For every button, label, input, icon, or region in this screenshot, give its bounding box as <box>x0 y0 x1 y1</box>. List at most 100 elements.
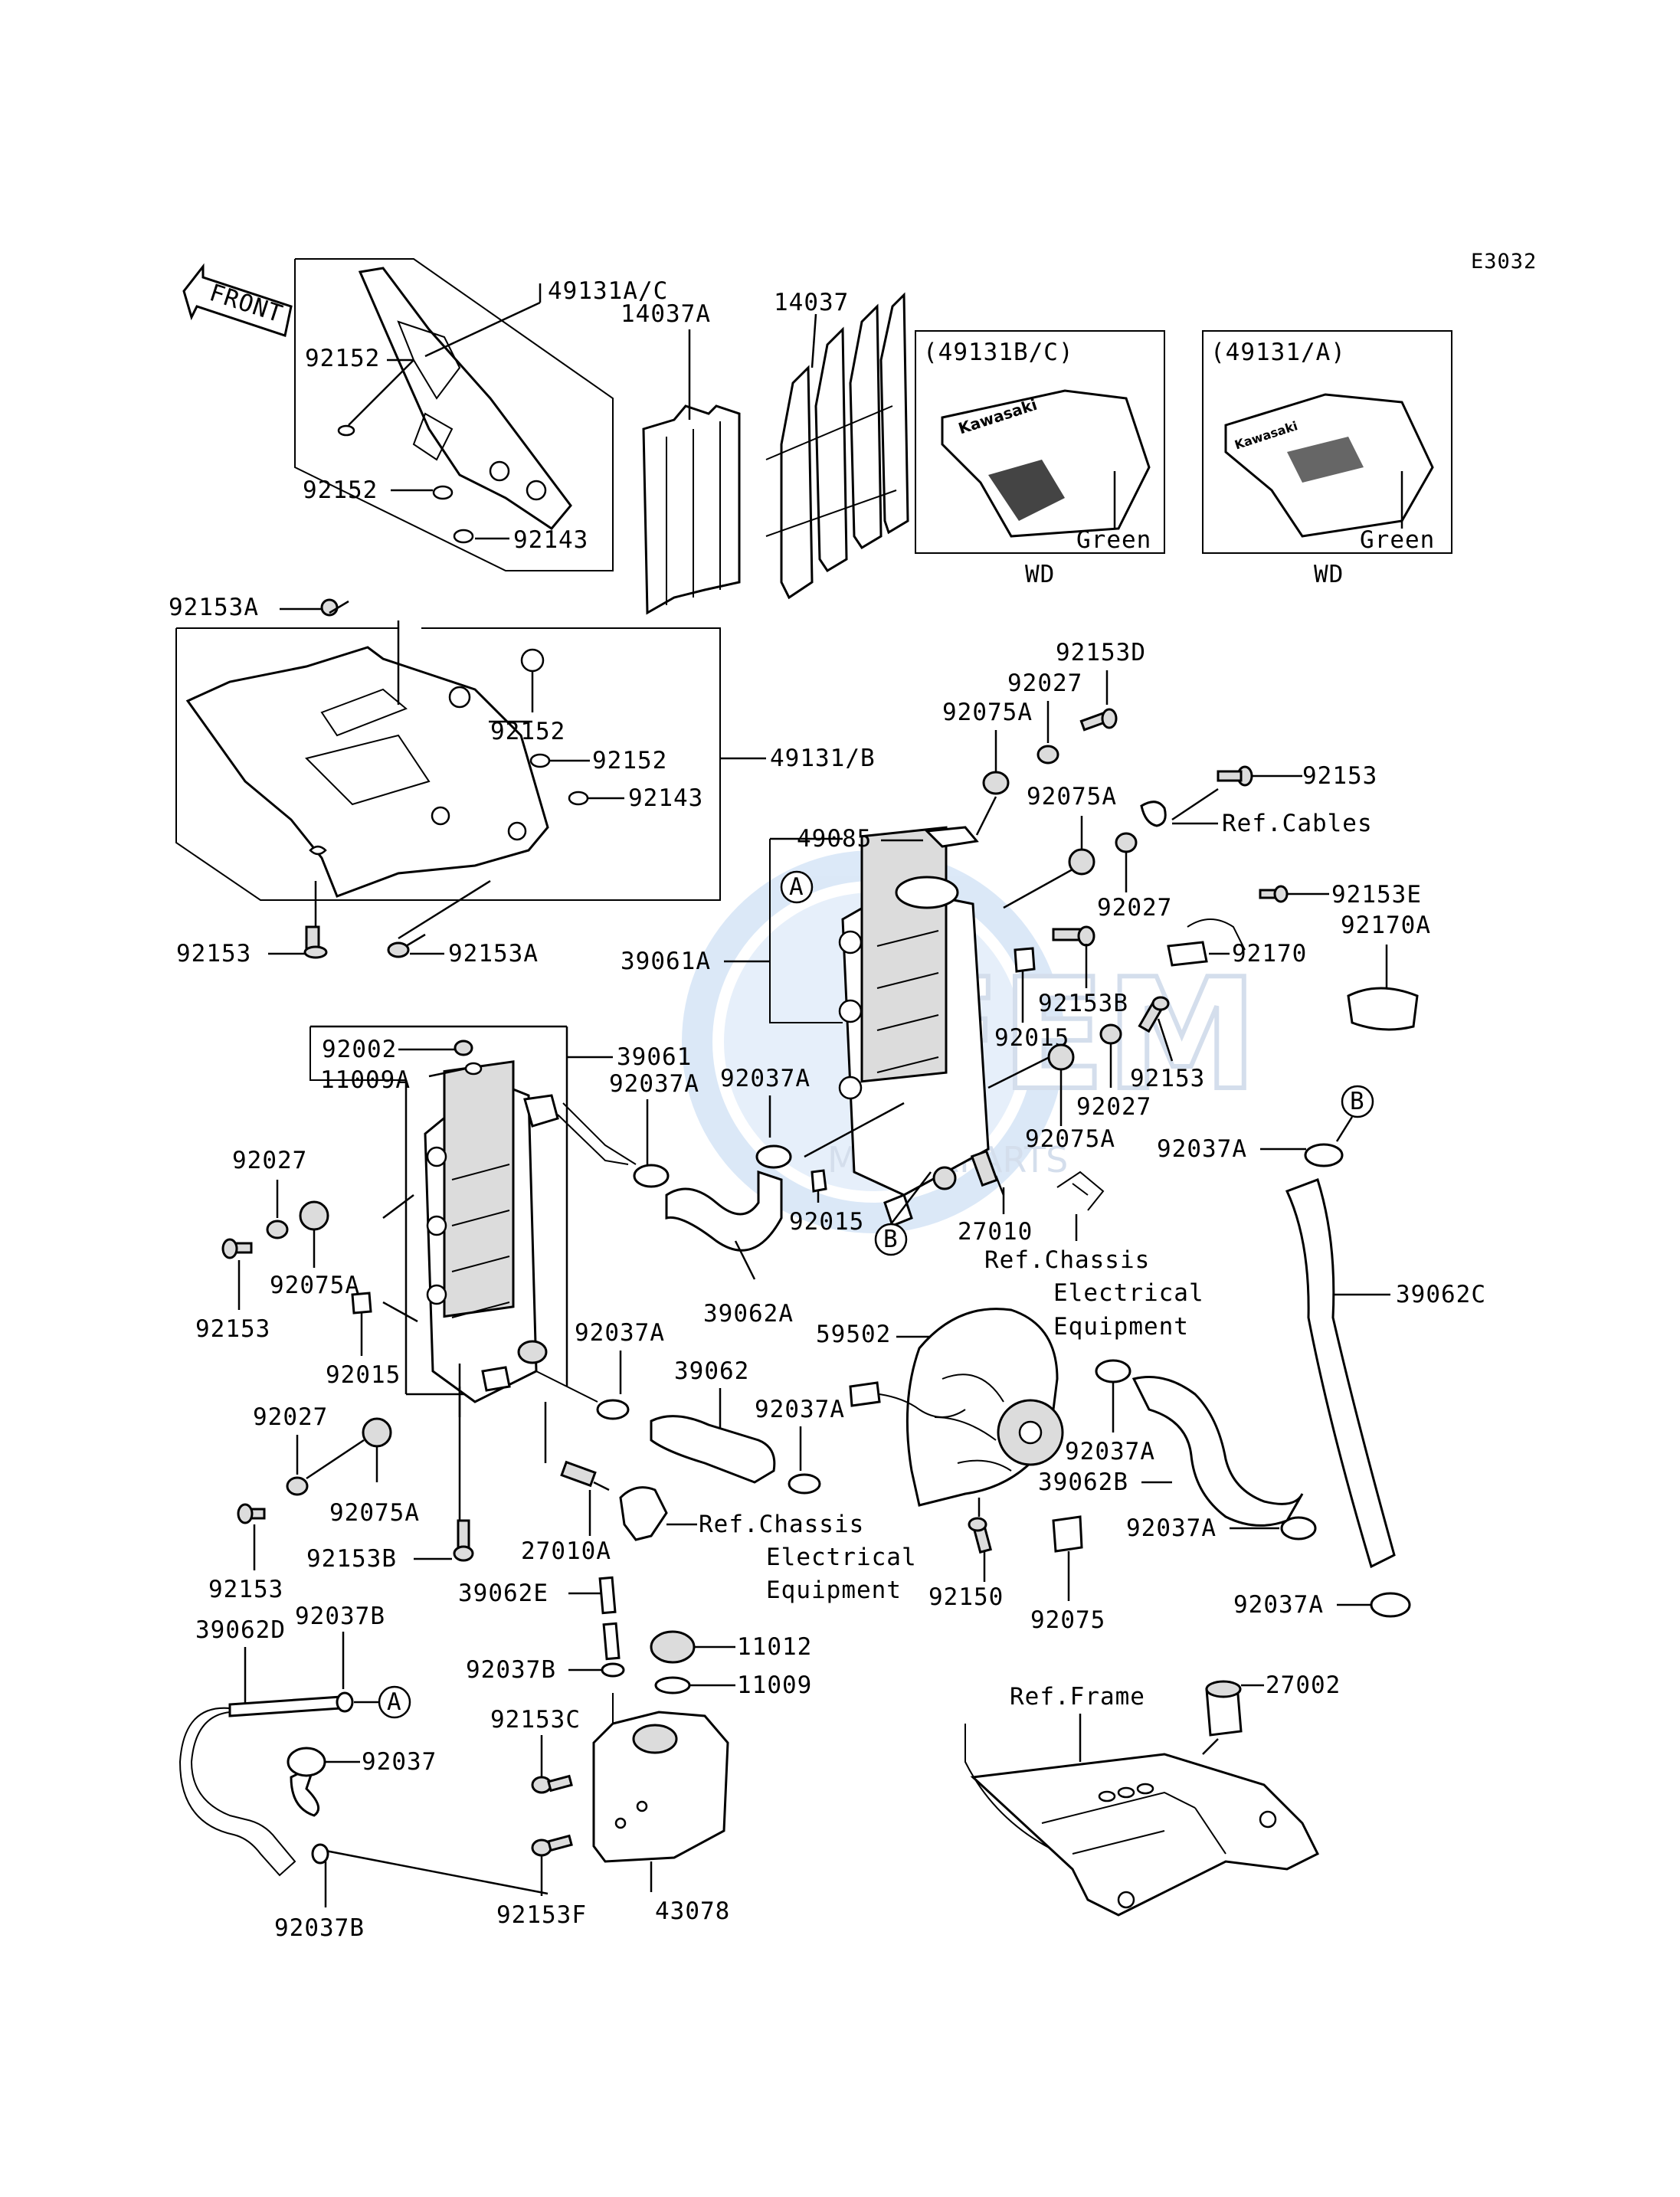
box2-title: (49131/A) <box>1210 339 1346 366</box>
marker-B-mid-label: B <box>883 1226 899 1253</box>
label-92037A-c: 92037A <box>609 1070 699 1098</box>
label-11009: 11009 <box>737 1671 812 1699</box>
box1-color: Green <box>1076 526 1151 554</box>
top-right-parts: 92153D 92027 92075A 92153 Ref.Cables 490… <box>797 639 1430 1153</box>
label-92027-d: 92027 <box>232 1147 307 1174</box>
label-49131AC: 49131A/C <box>548 277 668 305</box>
diagram-code: E3032 <box>1471 250 1537 273</box>
label-14037A: 14037A <box>621 300 711 328</box>
label-39062E: 39062E <box>458 1580 549 1607</box>
label-92143-a: 92143 <box>513 526 588 554</box>
sensor-27010 <box>970 1149 1005 1196</box>
label-92153-r2: 92153 <box>1130 1065 1205 1092</box>
front-arrow-icon: FRONT <box>182 263 293 337</box>
label-92153F: 92153F <box>496 1901 587 1929</box>
label-39062C: 39062C <box>1396 1281 1486 1308</box>
frame-reference-group: Ref.Frame 27002 <box>964 1671 1341 1917</box>
label-92027-a: 92027 <box>1007 670 1082 697</box>
label-92075A-d: 92075A <box>270 1272 360 1299</box>
bolt-92153-l4 <box>237 1503 266 1524</box>
ref-cables-label: Ref.Cables <box>1222 810 1373 837</box>
label-92037: 92037 <box>362 1748 437 1776</box>
bolt-92153-r2 <box>1138 996 1170 1033</box>
label-39061A: 39061A <box>621 948 711 975</box>
label-92152-d: 92152 <box>592 747 667 774</box>
bolt-92153A-bottom <box>387 933 426 958</box>
label-11009A: 11009A <box>320 1066 411 1094</box>
label-92075A-e: 92075A <box>329 1499 420 1527</box>
radiator-right-group: 39061A A <box>621 826 990 1227</box>
hose-39062B-group: 92037A 39062B 92037A <box>1038 1359 1317 1542</box>
label-92153B-l: 92153B <box>306 1545 397 1573</box>
label-39062A: 39062A <box>703 1300 794 1328</box>
label-92027-b: 92027 <box>1097 894 1172 922</box>
bolt-92153D <box>1079 708 1118 732</box>
bolt-92153B-l <box>453 1519 474 1562</box>
label-92015-c: 92015 <box>326 1361 401 1389</box>
label-49131B: 49131/B <box>770 745 876 772</box>
bolt-92153-l3 <box>221 1238 253 1259</box>
ref-chassis-2-l3: Equipment <box>766 1577 902 1604</box>
label-92037B-a: 92037B <box>466 1656 556 1684</box>
label-92153D: 92153D <box>1056 639 1146 666</box>
label-92037A-d: 92037A <box>575 1319 665 1347</box>
ref-chassis-1-l1: Ref.Chassis <box>984 1246 1150 1274</box>
marker-B-right-label: B <box>1350 1088 1365 1115</box>
ref-chassis-2-l1: Ref.Chassis <box>699 1511 864 1538</box>
label-92152-b: 92152 <box>303 476 378 504</box>
label-92143-b: 92143 <box>628 784 703 812</box>
label-27010: 27010 <box>958 1218 1033 1246</box>
label-92150: 92150 <box>928 1583 1004 1611</box>
right-hose-39062C: B 92037A 39062C 92037A <box>1157 1085 1486 1619</box>
bolt-92153-r1 <box>1217 765 1276 787</box>
ref-chassis-1-l2: Electrical <box>1053 1279 1204 1307</box>
label-43078: 43078 <box>655 1897 730 1925</box>
shroud-group-top: 49131A/C 92152 92152 92143 <box>294 258 668 571</box>
label-49085: 49085 <box>797 825 872 853</box>
label-92170: 92170 <box>1232 940 1307 968</box>
label-59502: 59502 <box>816 1321 891 1348</box>
reservoir-tank-group: 39062E 92037B 11012 11009 92153C 92153F … <box>178 1576 812 1942</box>
marker-A-bottom-label: A <box>387 1688 402 1716</box>
ref-frame-label: Ref.Frame <box>1010 1683 1145 1711</box>
label-27002: 27002 <box>1266 1671 1341 1699</box>
bolt-92150 <box>968 1517 992 1554</box>
label-92153-l3: 92153 <box>195 1315 270 1343</box>
label-92027-c: 92027 <box>1076 1093 1151 1121</box>
label-92152-c: 92152 <box>490 718 565 745</box>
label-92037B-b: 92037B <box>295 1603 385 1630</box>
label-92075: 92075 <box>1030 1606 1105 1634</box>
bolt-92153F <box>531 1834 573 1857</box>
label-14037: 14037 <box>774 289 849 316</box>
label-92027-e: 92027 <box>253 1403 328 1431</box>
variant-box-49131A: Kawasaki (49131/A) Green WD <box>1202 330 1452 588</box>
middle-hoses: 92037A 92015 B 27010 Ref.Chassis Electri… <box>562 1065 1204 1341</box>
marker-A-top-label: A <box>789 873 804 901</box>
label-92153-left: 92153 <box>176 940 251 968</box>
bolt-92153B-r <box>1052 925 1095 947</box>
label-92002: 92002 <box>322 1036 397 1063</box>
label-39062: 39062 <box>674 1357 749 1385</box>
label-92153C: 92153C <box>490 1706 581 1734</box>
box2-wd: WD <box>1314 561 1344 588</box>
label-39062B: 39062B <box>1038 1468 1128 1496</box>
bolt-92153E <box>1259 885 1289 903</box>
radiator-guards: 14037A 14037 <box>621 289 909 615</box>
label-92153A-bottom: 92153A <box>448 940 539 968</box>
shroud-group-left: 92153A 92152 92152 49131/B 92143 92153 9… <box>169 594 876 968</box>
label-92075A-b: 92075A <box>1027 783 1117 810</box>
label-92153-l4: 92153 <box>208 1576 283 1603</box>
marker-A-top <box>780 870 814 904</box>
label-39061: 39061 <box>617 1043 692 1071</box>
box2-color: Green <box>1360 526 1435 554</box>
sensor-27010A <box>560 1460 610 1491</box>
box1-wd: WD <box>1025 561 1055 588</box>
label-27010A: 27010A <box>521 1537 611 1565</box>
label-92037A-a: 92037A <box>720 1065 811 1092</box>
label-92015-b: 92015 <box>789 1208 864 1236</box>
ref-chassis-2-l2: Electrical <box>766 1544 917 1571</box>
bolt-92153A-top <box>280 598 349 617</box>
bolt-92153-left <box>303 925 328 959</box>
marker-A-bottom <box>378 1685 411 1719</box>
